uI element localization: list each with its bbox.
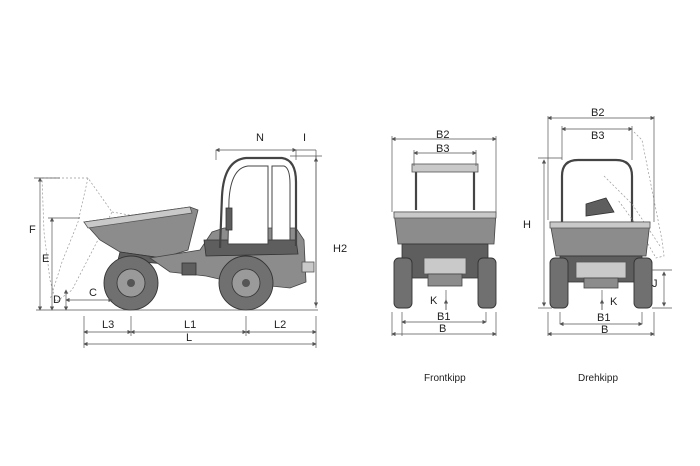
rotate-label-H: H [523, 219, 531, 231]
dim-label-H2: H2 [333, 243, 347, 255]
front-left-tire [393, 257, 413, 309]
raised-skip-outline [41, 177, 136, 303]
dim-label-L: L [186, 332, 192, 344]
dim-label-L3: L3 [102, 319, 114, 331]
front-view: B2 B3 K B1 B Frontkipp [391, 129, 497, 384]
rotate-label-B: B [601, 324, 608, 336]
front-right-tire [477, 257, 497, 309]
rotate-label-J: J [652, 278, 658, 290]
front-label-B3: B3 [436, 143, 449, 155]
front-label-B: B [439, 323, 446, 335]
rotate-label-B1: B1 [597, 312, 610, 324]
rotate-label-K: K [610, 296, 618, 308]
caption-frontkipp: Frontkipp [424, 373, 466, 384]
front-label-K: K [430, 295, 438, 307]
front-label-B2: B2 [436, 129, 449, 141]
dim-label-I: I [303, 132, 306, 144]
dim-label-L1: L1 [184, 319, 196, 331]
rear-wheel [218, 255, 274, 311]
rotate-label-B3: B3 [591, 130, 604, 142]
rotate-view: B2 B3 H J K B1 B Drehkipp [523, 107, 672, 384]
dim-label-F: F [29, 224, 36, 236]
front-label-B1: B1 [437, 311, 450, 323]
caption-drehkipp: Drehkipp [578, 373, 618, 384]
cab [218, 156, 298, 249]
rotate-right-tire [633, 257, 653, 309]
front-wheel [103, 255, 159, 311]
dim-label-E: E [42, 253, 49, 265]
dim-label-L2: L2 [274, 319, 286, 331]
dim-label-C: C [89, 287, 97, 299]
rotate-label-B2: B2 [591, 107, 604, 119]
rotate-left-tire [549, 257, 569, 309]
side-dimensions [34, 147, 322, 348]
dim-label-N: N [256, 132, 264, 144]
dim-label-D: D [53, 294, 61, 306]
side-view: N I H2 F E D C L3 L1 L2 L [29, 132, 347, 348]
